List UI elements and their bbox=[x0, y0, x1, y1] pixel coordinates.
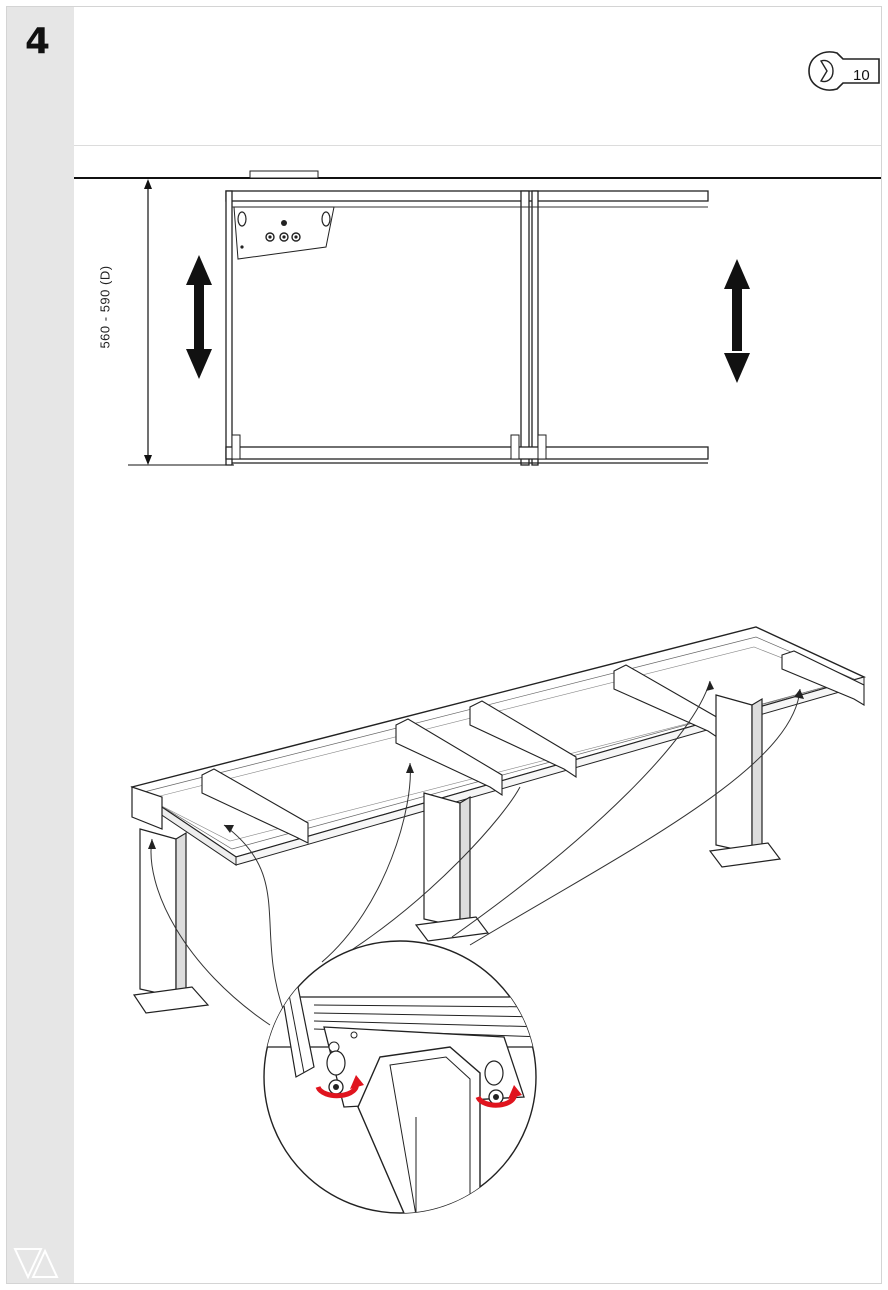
instruction-page: 4 10 bbox=[6, 6, 882, 1284]
triangle-logo-icon bbox=[13, 1248, 59, 1279]
adjust-arrow-right bbox=[724, 259, 750, 383]
wrench-size-label: 10 bbox=[853, 67, 870, 84]
height-dimension-label: 560 - 590 (D) bbox=[97, 265, 113, 349]
isometric-assembly-drawing bbox=[130, 626, 867, 1214]
front-view-drawing bbox=[74, 170, 881, 466]
wrench-icon bbox=[808, 51, 880, 91]
rotation-arrow-left bbox=[315, 1075, 364, 1099]
step-number: 4 bbox=[25, 21, 51, 62]
header-divider bbox=[74, 145, 881, 146]
adjust-arrow-left bbox=[186, 255, 212, 379]
rotation-arrow-right bbox=[475, 1085, 522, 1108]
side-strip bbox=[7, 7, 74, 1283]
